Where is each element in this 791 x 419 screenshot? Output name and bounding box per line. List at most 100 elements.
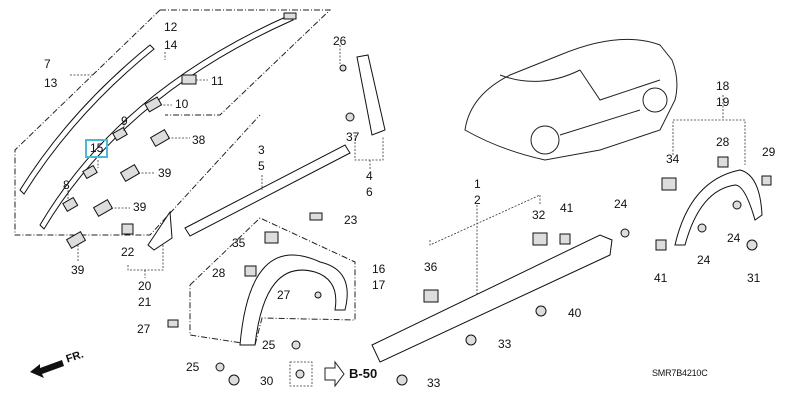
callout-40[interactable]: 40 [568,306,582,320]
callout-10[interactable]: 10 [175,97,189,111]
part-clip-33a[interactable] [465,334,477,346]
part-fender-flare-16[interactable] [239,254,348,346]
callout-41b[interactable]: 41 [654,271,668,285]
part-clip-28b[interactable] [717,156,729,168]
ref-arrow-icon [324,360,345,388]
callout-24c[interactable]: 24 [697,253,711,267]
part-clip-41a[interactable] [559,233,571,245]
callout-39a[interactable]: 39 [158,166,172,180]
part-screw-24c[interactable] [697,223,707,233]
part-clip-35[interactable] [264,231,279,244]
callout-25a[interactable]: 25 [186,360,200,374]
callout-24a[interactable]: 24 [614,197,628,211]
callout-35[interactable]: 35 [232,236,246,250]
part-clip-9[interactable] [112,126,128,142]
callout-12[interactable]: 12 [164,20,178,34]
part-clip-15[interactable] [82,164,98,180]
callout-14[interactable]: 14 [164,38,178,52]
part-clip-22[interactable] [121,223,134,235]
part-clip-39b[interactable] [92,198,114,218]
part-clip-32[interactable] [532,232,548,246]
part-clip-40[interactable] [535,305,547,317]
part-pillar-garnish-4[interactable] [356,54,386,136]
callout-39c[interactable]: 39 [71,263,85,277]
part-clip-10[interactable] [144,96,163,113]
part-clip-28a[interactable] [244,265,257,277]
part-clip-34[interactable] [661,177,677,191]
part-clip-29[interactable] [761,175,772,186]
callout-28b[interactable]: 28 [716,135,730,149]
part-garnish-20[interactable] [147,210,173,251]
part-rear-fender-flare-18[interactable] [674,169,763,246]
callout-33a[interactable]: 33 [498,337,512,351]
part-clip-39a[interactable] [119,163,141,183]
part-screw-25a[interactable] [215,362,225,372]
reference-b50[interactable]: B-50 [349,366,378,381]
callout-33b[interactable]: 33 [427,376,441,390]
callout-19[interactable]: 19 [716,95,730,109]
callout-25b[interactable]: 25 [262,338,276,352]
part-screw-24a[interactable] [620,228,630,238]
callout-36[interactable]: 36 [424,260,438,274]
part-screw-25b[interactable] [291,340,301,350]
callout-9[interactable]: 9 [121,114,128,128]
part-screw-ref[interactable] [295,369,305,379]
part-molding-7[interactable] [19,44,155,195]
part-molding-3[interactable] [184,144,351,237]
part-clip-33b[interactable] [396,374,408,386]
callout-20[interactable]: 20 [138,279,152,293]
callout-3[interactable]: 3 [258,143,265,157]
callout-31[interactable]: 31 [747,271,761,285]
diagram-code: SMR7B4210C [652,368,708,378]
part-nut-27b[interactable] [314,291,322,299]
part-screw-26[interactable] [339,64,347,72]
ref-box [289,361,313,387]
callout-29[interactable]: 29 [762,145,776,159]
part-clip-30[interactable] [228,374,240,386]
callout-13[interactable]: 13 [44,76,58,90]
callout-2[interactable]: 2 [474,193,481,207]
callout-4[interactable]: 4 [366,169,373,183]
part-clip-31[interactable] [746,239,758,251]
part-molding-12-end [283,12,297,20]
part-clip-39c[interactable] [65,230,87,250]
part-clip-37[interactable] [345,112,355,122]
callout-23[interactable]: 23 [344,213,358,227]
part-screw-24b[interactable] [732,200,742,210]
callout-27a[interactable]: 27 [137,322,151,336]
enclosure-front-fender [189,217,356,346]
callout-22[interactable]: 22 [121,245,135,259]
callout-21[interactable]: 21 [138,295,152,309]
part-side-sill-1[interactable] [371,234,613,363]
callout-17[interactable]: 17 [372,278,386,292]
callout-30[interactable]: 30 [260,374,274,388]
part-clip-41b[interactable] [655,239,667,251]
callout-28a[interactable]: 28 [212,266,226,280]
callout-38[interactable]: 38 [192,133,206,147]
part-clip-11[interactable] [181,74,197,85]
part-molding-12[interactable] [39,14,294,230]
callout-1[interactable]: 1 [474,177,481,191]
part-clip-27a[interactable] [167,319,179,328]
callout-34[interactable]: 34 [666,152,680,166]
callout-24b[interactable]: 24 [727,231,741,245]
callout-7[interactable]: 7 [44,57,51,71]
callout-6[interactable]: 6 [366,185,373,199]
part-clip-38[interactable] [149,128,171,148]
callout-26[interactable]: 26 [333,34,347,48]
callout-39b[interactable]: 39 [133,200,147,214]
callout-37[interactable]: 37 [346,130,360,144]
callout-8[interactable]: 8 [63,178,70,192]
part-clip-8[interactable] [62,196,79,213]
callout-27b[interactable]: 27 [277,288,291,302]
part-clip-23[interactable] [309,212,323,221]
callout-16[interactable]: 16 [372,262,386,276]
callout-11[interactable]: 11 [211,74,224,88]
callout-18[interactable]: 18 [716,79,730,93]
part-clip-36[interactable] [423,289,439,303]
callout-32[interactable]: 32 [532,208,546,222]
callout-41a[interactable]: 41 [560,201,574,215]
callout-15-selected[interactable]: 15 [84,139,109,158]
callout-5[interactable]: 5 [258,159,265,173]
